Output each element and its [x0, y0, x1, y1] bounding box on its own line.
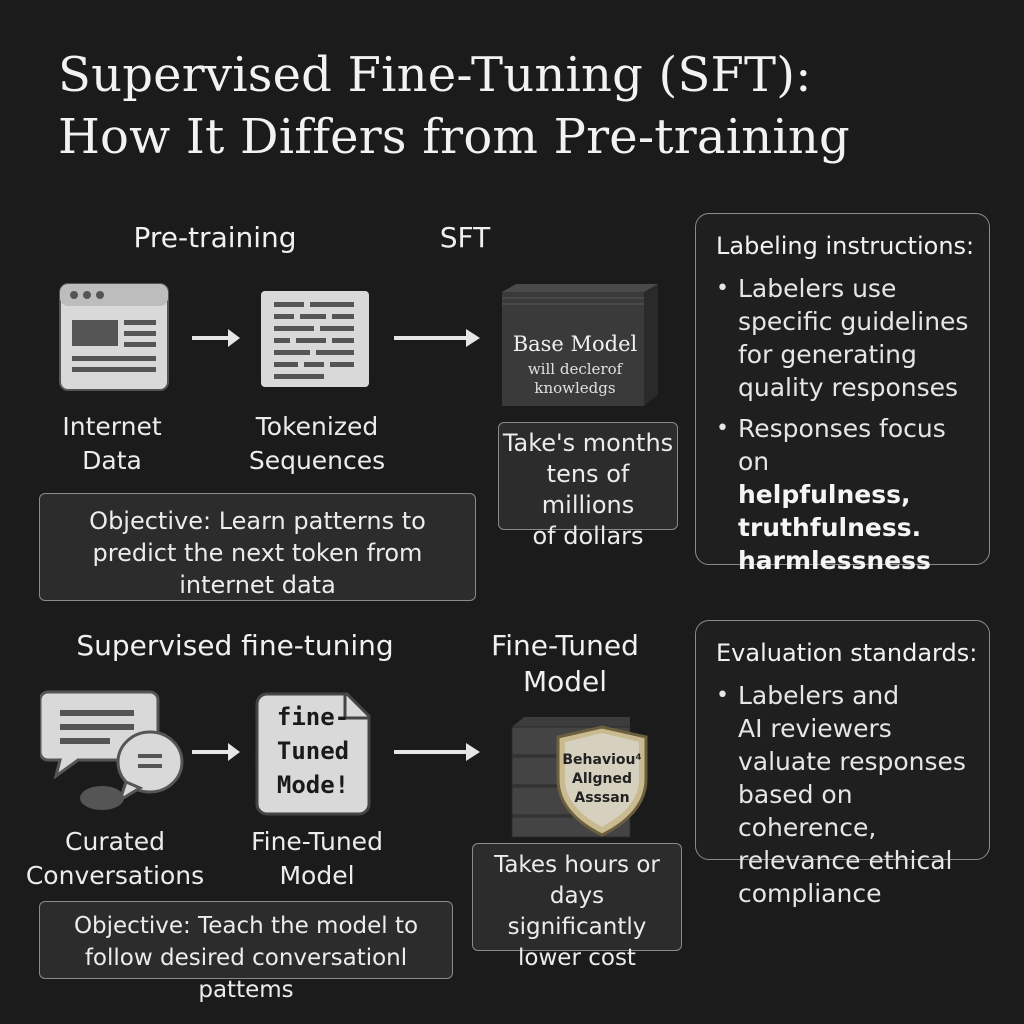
chat-bubbles-icon: [40, 690, 185, 810]
arrow-right-icon: [392, 740, 482, 764]
pretraining-cost-box: Take's months tens of millions of dollar…: [498, 422, 678, 550]
base-model-block: Base Model will declerof knowledgs: [500, 282, 660, 407]
labeling-bullet-2: Responses focus on helpfulness, truthful…: [716, 412, 971, 577]
labeling-bold-1: helpfulness,: [738, 480, 911, 509]
finetuning-objective-box: Objective: Teach the model to follow des…: [39, 901, 453, 1003]
page-title: Supervised Fine-Tuning (SFT): How It Dif…: [58, 44, 998, 168]
base-model-title: Base Model: [512, 332, 638, 356]
base-model-subtitle-1: will declerof: [527, 360, 623, 378]
ftmodel-heading: Fine-Tuned Model: [491, 629, 639, 698]
labeling-bullet-2-intro: Responses focus on: [738, 414, 946, 476]
base-model-subtitle-2: knowledgs: [534, 379, 616, 397]
fine-tuned-model-server-icon: Behaviou⁴ Allgned Asssan: [510, 715, 660, 840]
browser-window-icon: [58, 282, 170, 392]
arrow-right-icon: [190, 740, 242, 764]
labeling-instructions-panel: Labeling instructions: Labelers use spec…: [695, 213, 990, 575]
finetuning-cost-box: Takes hours or days significantly lower …: [472, 843, 682, 971]
arrow-right-icon: [392, 326, 482, 350]
evaluation-bullet-1: Labelers and AI reviewers valuate respon…: [716, 679, 971, 910]
title-line-1: Supervised Fine-Tuning (SFT):: [58, 47, 812, 103]
pretraining-heading: Pre-training: [133, 221, 297, 254]
labeling-bold-2: truthfulness.: [738, 513, 922, 542]
arrow-right-icon: [190, 326, 242, 350]
pretraining-objective-box: Objective: Learn patterns to predict the…: [39, 493, 476, 601]
labeling-title: Labeling instructions:: [716, 232, 975, 260]
fine-tuned-document-icon: fine- Tuned Mode!: [255, 690, 373, 818]
tokenized-document-icon: [260, 290, 370, 388]
tokenized-sequences-label: Tokenized Sequences: [248, 412, 386, 475]
fine-tuned-doc-text: fine- Tuned Mode!: [276, 703, 350, 799]
shield-text: Behaviou⁴ Allgned Asssan: [562, 752, 642, 806]
evaluation-standards-panel: Evaluation standards: Labelers and AI re…: [695, 620, 990, 908]
finetuning-heading: Supervised fine-tuning: [76, 629, 394, 662]
labeling-bullet-1: Labelers use specific guidelines for gen…: [716, 272, 971, 404]
fine-tuned-model-label: Fine-Tuned Model: [251, 827, 383, 890]
title-line-2: How It Differs from Pre-training: [58, 109, 850, 165]
sft-heading: SFT: [439, 221, 491, 254]
evaluation-title: Evaluation standards:: [716, 639, 978, 667]
labeling-bold-3: harmlessness: [738, 546, 931, 575]
internet-data-label: Internet Data: [62, 412, 162, 475]
curated-conversations-label: Curated Conversations: [25, 827, 205, 890]
